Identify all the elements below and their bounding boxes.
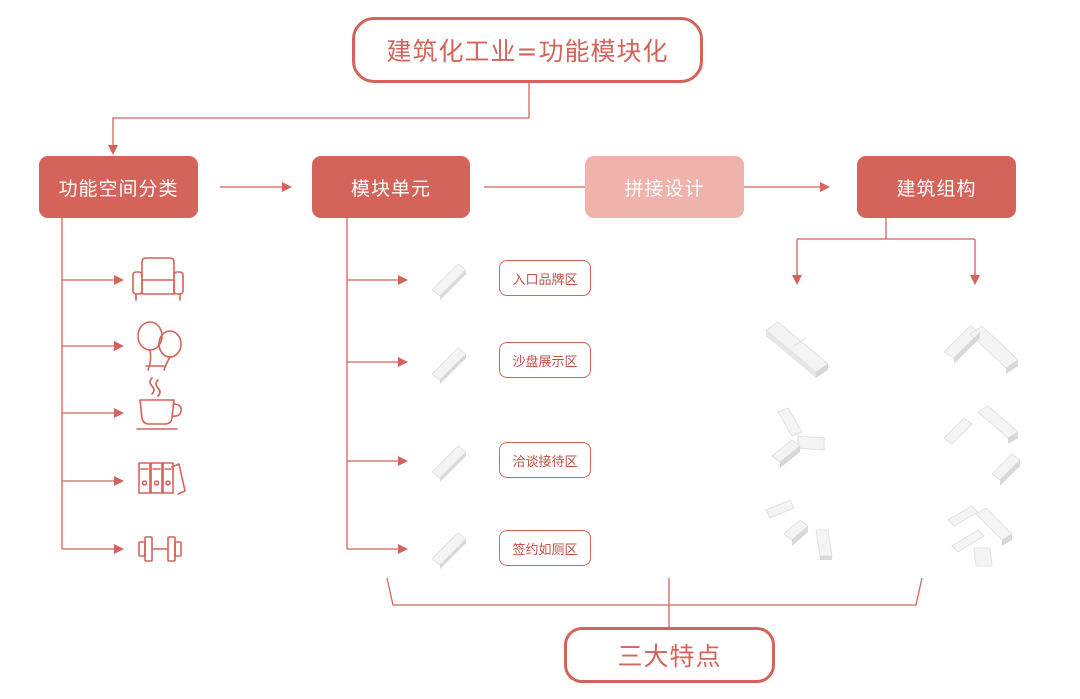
title-connector: [108, 82, 530, 155]
dumbbell-icon: [138, 536, 182, 562]
module-unit-4: [431, 532, 467, 569]
assembly-split: [796, 218, 976, 282]
module-unit-2: [431, 347, 467, 384]
step-building-assembly: 建筑组构: [857, 156, 1016, 218]
module-unit-3: [431, 445, 467, 482]
diagram-title: 建筑化工业=功能模块化: [352, 17, 703, 83]
balloons-icon: [137, 321, 182, 371]
assembly-step-right: [943, 405, 1021, 486]
three-features-label: 三大特点: [564, 627, 775, 683]
coffee-cup-icon: [136, 377, 182, 430]
step-module-unit: 模块单元: [312, 156, 470, 218]
zone-negotiation-reception: 洽谈接待区: [499, 442, 591, 478]
assembly-linear-left: [765, 321, 829, 378]
bottom-bracket: [386, 577, 923, 606]
assembly-scatter-left: [765, 499, 833, 560]
step-functional-space-classification: 功能空间分类: [39, 156, 198, 218]
step-splicing-design: 拼接设计: [585, 156, 744, 218]
zone-sandtable-display: 沙盘展示区: [499, 342, 591, 378]
zone-signing-restroom: 签约如厕区: [499, 530, 591, 566]
armchair-icon: [132, 257, 184, 301]
zone-entrance-brand: 入口品牌区: [499, 260, 591, 296]
assembly-y-left: [771, 407, 825, 468]
assembly-corner-right: [943, 325, 1019, 374]
binders-icon: [138, 462, 186, 495]
module-unit-1: [431, 263, 467, 300]
assembly-cluster-right: [947, 505, 1013, 567]
